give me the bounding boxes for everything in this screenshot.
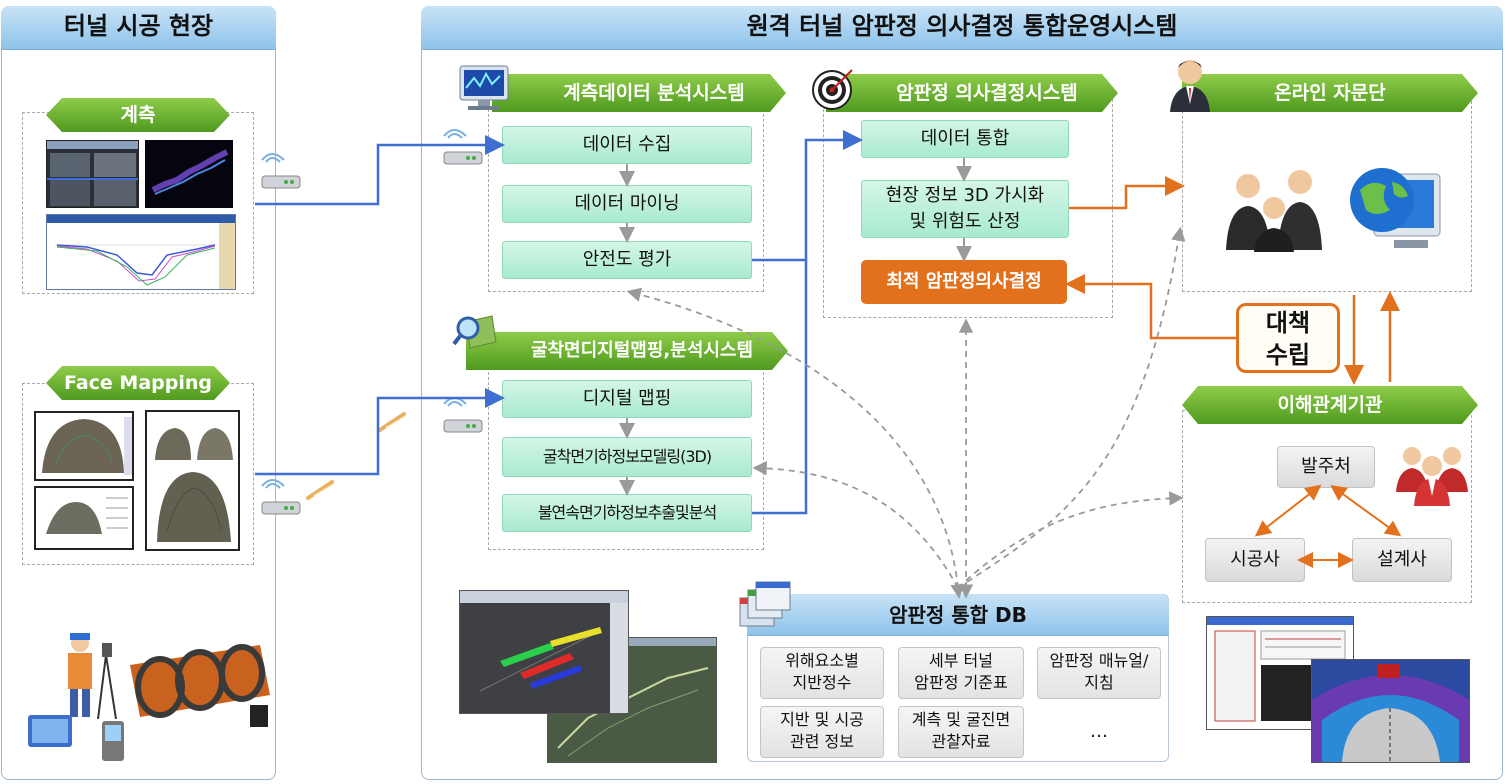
antenna-icon-4 bbox=[440, 396, 486, 436]
tunnel-3d-graphic bbox=[1312, 664, 1469, 762]
client-box: 발주처 bbox=[1277, 446, 1375, 488]
db-item-hazard-parameters: 위해요소별 지반정수 bbox=[760, 647, 884, 699]
graph-screenshot-graphic bbox=[47, 215, 235, 289]
step-data-collection: 데이터 수집 bbox=[502, 126, 752, 164]
globe-computer-icon bbox=[1346, 160, 1446, 260]
face-photo-1 bbox=[34, 411, 134, 481]
step-3d-visualization: 현장 정보 3D 가시화 및 위험도 산정 bbox=[861, 180, 1069, 238]
step-data-integration: 데이터 통합 bbox=[861, 120, 1069, 158]
site-survey-illustration bbox=[20, 625, 275, 775]
monitor-chart-graphic bbox=[459, 65, 509, 110]
db-item-more: … bbox=[1090, 721, 1108, 742]
step-data-mining: 데이터 마이닝 bbox=[502, 185, 752, 223]
advisor-person-graphic bbox=[1170, 60, 1210, 112]
3d-model-front-graphic bbox=[460, 591, 628, 713]
3d-model-screenshot-front bbox=[459, 590, 629, 714]
antenna-icon-3 bbox=[258, 478, 304, 518]
decision-system-banner: 암판정 의사결정시스템 bbox=[826, 74, 1118, 112]
countermeasure-box: 대책 수립 bbox=[1236, 303, 1340, 373]
face-photo-1-graphic bbox=[42, 417, 132, 475]
db-item-manual: 암판정 매뉴얼/ 지침 bbox=[1037, 647, 1161, 699]
face-photo-2-graphic bbox=[46, 497, 128, 534]
signal-spark-icon-1 bbox=[378, 410, 408, 432]
database-windows-icon bbox=[736, 580, 792, 632]
monitoring-screenshot-graphic bbox=[47, 141, 138, 206]
graph-screenshot bbox=[46, 214, 236, 290]
database-windows-graphic bbox=[739, 581, 791, 627]
site-panel-title: 터널 시공 현장 bbox=[1, 6, 276, 50]
designer-box: 설계사 bbox=[1352, 538, 1452, 582]
main-panel-title: 원격 터널 암판정 의사결정 통합운영시스템 bbox=[421, 6, 1503, 50]
stakeholders-banner: 이해관계기관 bbox=[1182, 386, 1478, 424]
globe-computer-graphic bbox=[1350, 168, 1441, 248]
meeting-people-graphic bbox=[1226, 170, 1322, 252]
point-cloud-graphic bbox=[151, 149, 229, 195]
db-item-observation-data: 계측 및 굴진면 관찰자료 bbox=[898, 706, 1024, 758]
advisor-person-icon bbox=[1166, 54, 1214, 114]
target-graphic bbox=[812, 69, 853, 110]
contractor-box: 시공사 bbox=[1205, 538, 1305, 582]
step-digital-mapping: 디지털 맵핑 bbox=[502, 380, 752, 418]
optimal-decision-box: 최적 암판정의사결정 bbox=[861, 260, 1067, 304]
monitor-chart-icon bbox=[456, 64, 512, 112]
measurement-system-banner: 계측데이터 분석시스템 bbox=[492, 74, 786, 112]
advisory-banner: 온라인 자문단 bbox=[1182, 74, 1478, 112]
face-3d-model bbox=[145, 410, 240, 551]
face-3d-model-graphic bbox=[155, 428, 233, 542]
antenna-icon-2 bbox=[440, 128, 486, 168]
face-photo-2 bbox=[34, 486, 134, 550]
site-survey-graphic bbox=[28, 633, 270, 761]
mapping-system-banner: 굴착면디지털맵핑,분석시스템 bbox=[466, 332, 788, 370]
measurement-banner: 계측 bbox=[46, 98, 230, 132]
step-safety-evaluation: 안전도 평가 bbox=[502, 241, 752, 279]
face-mapping-banner: Face Mapping bbox=[46, 366, 230, 400]
map-magnifier-icon bbox=[452, 312, 498, 352]
signal-spark-icon-2 bbox=[306, 478, 336, 500]
tunnel-3d-screenshot bbox=[1311, 659, 1470, 763]
meeting-people-icon bbox=[1222, 160, 1328, 252]
monitoring-screenshot bbox=[46, 140, 139, 208]
antenna-icon-1 bbox=[258, 152, 304, 192]
target-icon bbox=[810, 66, 856, 112]
database-title: 암판정 통합 DB bbox=[747, 594, 1169, 636]
step-discontinuity-analysis: 불연속면기하정보추출및분석 bbox=[502, 494, 752, 532]
point-cloud-screenshot bbox=[145, 140, 233, 208]
stakeholder-people-icon bbox=[1394, 440, 1470, 506]
db-item-ground-info: 지반 및 시공 관련 정보 bbox=[760, 706, 884, 758]
db-item-rock-criteria: 세부 터널 암판정 기준표 bbox=[898, 647, 1024, 699]
map-magnifier-graphic bbox=[452, 315, 497, 349]
stakeholder-people-graphic bbox=[1396, 447, 1468, 506]
step-3d-modeling: 굴착면기하정보모델링(3D) bbox=[502, 437, 752, 477]
